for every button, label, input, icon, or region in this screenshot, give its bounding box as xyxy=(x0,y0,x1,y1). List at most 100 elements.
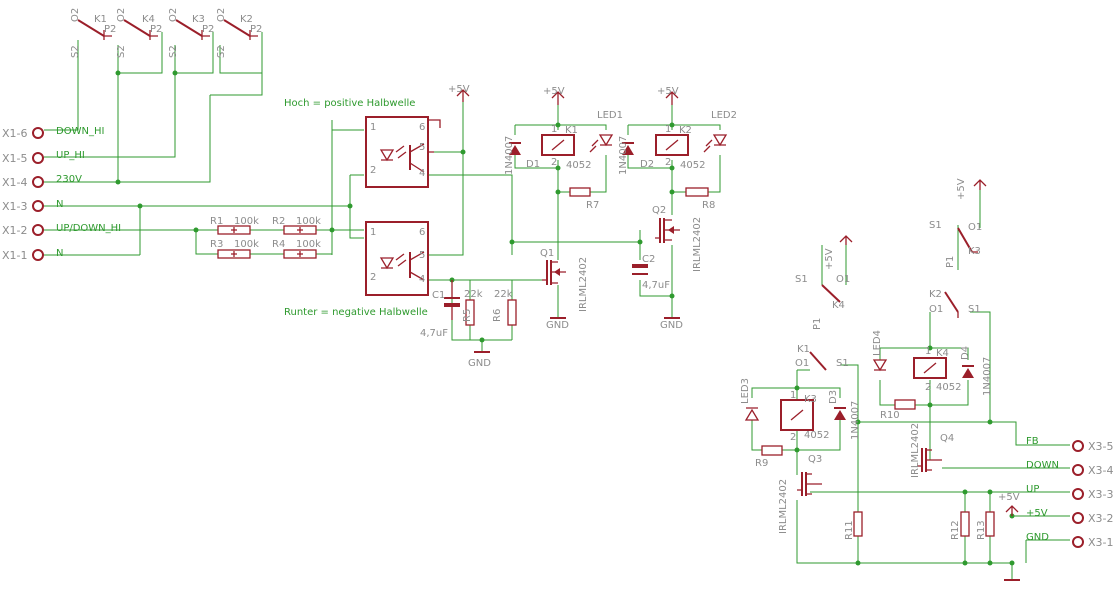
ground-label-1: GND xyxy=(468,358,491,369)
opto1-pin1: 1 xyxy=(370,122,376,133)
switch-k1r-o: O1 xyxy=(795,358,809,369)
resistor-r6-value: 22k xyxy=(494,289,513,300)
switch-k2-p: P2 xyxy=(250,24,262,35)
led-led2-label: LED2 xyxy=(711,110,737,121)
switch-k1r-label: K1 xyxy=(797,344,810,355)
relay-k2: K2 4052 1 2 xyxy=(655,124,705,171)
optocoupler-upper: 1 2 6 5 4 xyxy=(365,116,441,188)
net-label-down: DOWN xyxy=(1026,460,1059,471)
mosfet-q2-label: Q2 xyxy=(652,205,666,216)
port-label-x1-5: X1-5 xyxy=(2,152,28,165)
net-label-updown-hi: UP/DOWN_HI xyxy=(56,223,121,234)
connector-x3: X3-5 X3-4 X3-3 X3-2 X3-1 FB DOWN UP +5V … xyxy=(1026,436,1114,549)
relay-k4-pin2: 2 xyxy=(925,382,931,393)
net-label-n2: N xyxy=(56,248,63,259)
ground-symbol-1: GND xyxy=(468,351,491,369)
net-label-fb: FB xyxy=(1026,436,1039,447)
mosfet-q1-label: Q1 xyxy=(540,248,554,259)
vcc-label-1: +5V xyxy=(448,84,470,95)
mosfet-q2-type: IRLML2402 xyxy=(692,217,703,272)
port-label-x1-2: X1-2 xyxy=(2,224,28,237)
switch-k4r-o: O1 xyxy=(836,274,850,285)
ground-label-2: GND xyxy=(546,320,569,331)
switch-k2: K2 P2 O2 S2 xyxy=(216,8,262,58)
resistor-r4: R4 100k xyxy=(272,239,321,259)
resistor-r5: R5 22k xyxy=(462,289,483,326)
switch-k4-o: O2 xyxy=(116,8,127,22)
diode-d4-type: 1N4007 xyxy=(982,357,993,396)
port-x3-4 xyxy=(1072,464,1084,476)
ground-label-3: GND xyxy=(660,320,683,331)
resistor-r11-label: R11 xyxy=(844,520,855,540)
resistor-r1-value: 100k xyxy=(234,216,259,227)
resistor-r9: R9 xyxy=(755,445,783,469)
relay-k4: K4 4052 1 2 xyxy=(913,346,961,393)
resistor-r11: R11 xyxy=(844,511,863,540)
switch-k3-right: S1 O1 K3 P1 xyxy=(929,220,982,268)
mosfet-q3-type: IRLML2402 xyxy=(778,479,789,534)
relay-k2-pin1: 1 xyxy=(665,124,671,135)
resistor-r10: R10 xyxy=(880,399,916,421)
net-label-gnd: GND xyxy=(1026,532,1049,543)
vcc-label-2: +5V xyxy=(543,86,565,97)
relay-k2-pin2: 2 xyxy=(665,157,671,168)
diode-d3: D3 1N4007 xyxy=(828,390,861,440)
switch-k4-s: S2 xyxy=(116,45,127,58)
capacitor-c1-label: C1 xyxy=(432,290,445,301)
port-x3-5 xyxy=(1072,440,1084,452)
diode-d1-type: 1N4007 xyxy=(504,136,515,175)
switch-k1-label: K1 xyxy=(94,14,107,25)
capacitor-c1: C1 4,7uF xyxy=(420,280,460,339)
port-x1-5 xyxy=(32,152,44,164)
switch-k3r-o: O1 xyxy=(968,222,982,233)
wires xyxy=(44,32,1070,580)
switch-k3: K3 P2 O2 S2 xyxy=(168,8,214,58)
diode-d3-label: D3 xyxy=(828,390,839,404)
switch-k3-o: O2 xyxy=(168,8,179,22)
relay-k4-pin1: 1 xyxy=(925,346,931,357)
port-label-x1-3: X1-3 xyxy=(2,200,28,213)
switch-k1-o: O2 xyxy=(70,8,81,22)
port-label-x3-3: X3-3 xyxy=(1088,488,1114,501)
port-label-x3-4: X3-4 xyxy=(1088,464,1114,477)
switch-k2r-s: S1 xyxy=(968,304,981,315)
net-label-up-hi: UP_HI xyxy=(56,150,85,161)
resistor-r2-label: R2 xyxy=(272,216,285,227)
relay-k3-pin2: 2 xyxy=(790,432,796,443)
capacitor-c2-value: 4,7uF xyxy=(642,280,670,291)
resistor-r13-label: R13 xyxy=(976,520,987,540)
switch-k1r-s: S1 xyxy=(836,358,849,369)
junctions xyxy=(115,70,1015,566)
mosfet-q2: Q2 IRLML2402 xyxy=(652,205,703,272)
diode-d4: D4 1N4007 xyxy=(960,346,993,396)
vcc-symbol-2: +5V xyxy=(543,86,565,105)
opto2-pin5: 5 xyxy=(419,250,425,261)
diode-d2-type: 1N4007 xyxy=(618,136,629,175)
port-x1-4 xyxy=(32,176,44,188)
switch-k1-s: S2 xyxy=(70,45,81,58)
led-led1: LED1 xyxy=(589,110,623,153)
mosfet-q3-label: Q3 xyxy=(808,454,822,465)
opto1-pin5: 5 xyxy=(419,142,425,153)
port-x1-6 xyxy=(32,127,44,139)
switch-k2-label: K2 xyxy=(240,14,253,25)
port-x1-2 xyxy=(32,224,44,236)
mosfet-q4-label: Q4 xyxy=(940,433,954,444)
relay-k4-label: K4 xyxy=(936,348,949,359)
port-x3-2 xyxy=(1072,512,1084,524)
resistor-r3-value: 100k xyxy=(234,239,259,250)
port-label-x1-1: X1-1 xyxy=(2,249,28,262)
resistor-r8: R8 xyxy=(685,187,715,211)
vcc-label-3: +5V xyxy=(657,86,679,97)
led-led3-label: LED3 xyxy=(740,378,751,404)
resistor-r3-label: R3 xyxy=(210,239,223,250)
mosfet-q1: Q1 IRLML2402 xyxy=(540,248,589,312)
diode-d4-label: D4 xyxy=(960,346,971,360)
switch-k2-right: K2 O1 S1 xyxy=(929,289,981,318)
resistor-r7: R7 xyxy=(569,187,599,211)
switch-k3r-label: K3 xyxy=(968,246,981,257)
relay-k3-label: K3 xyxy=(804,394,817,405)
relay-k2-type: 4052 xyxy=(680,160,705,171)
led-led3: LED3 xyxy=(740,378,760,421)
resistor-r8-label: R8 xyxy=(702,200,715,211)
